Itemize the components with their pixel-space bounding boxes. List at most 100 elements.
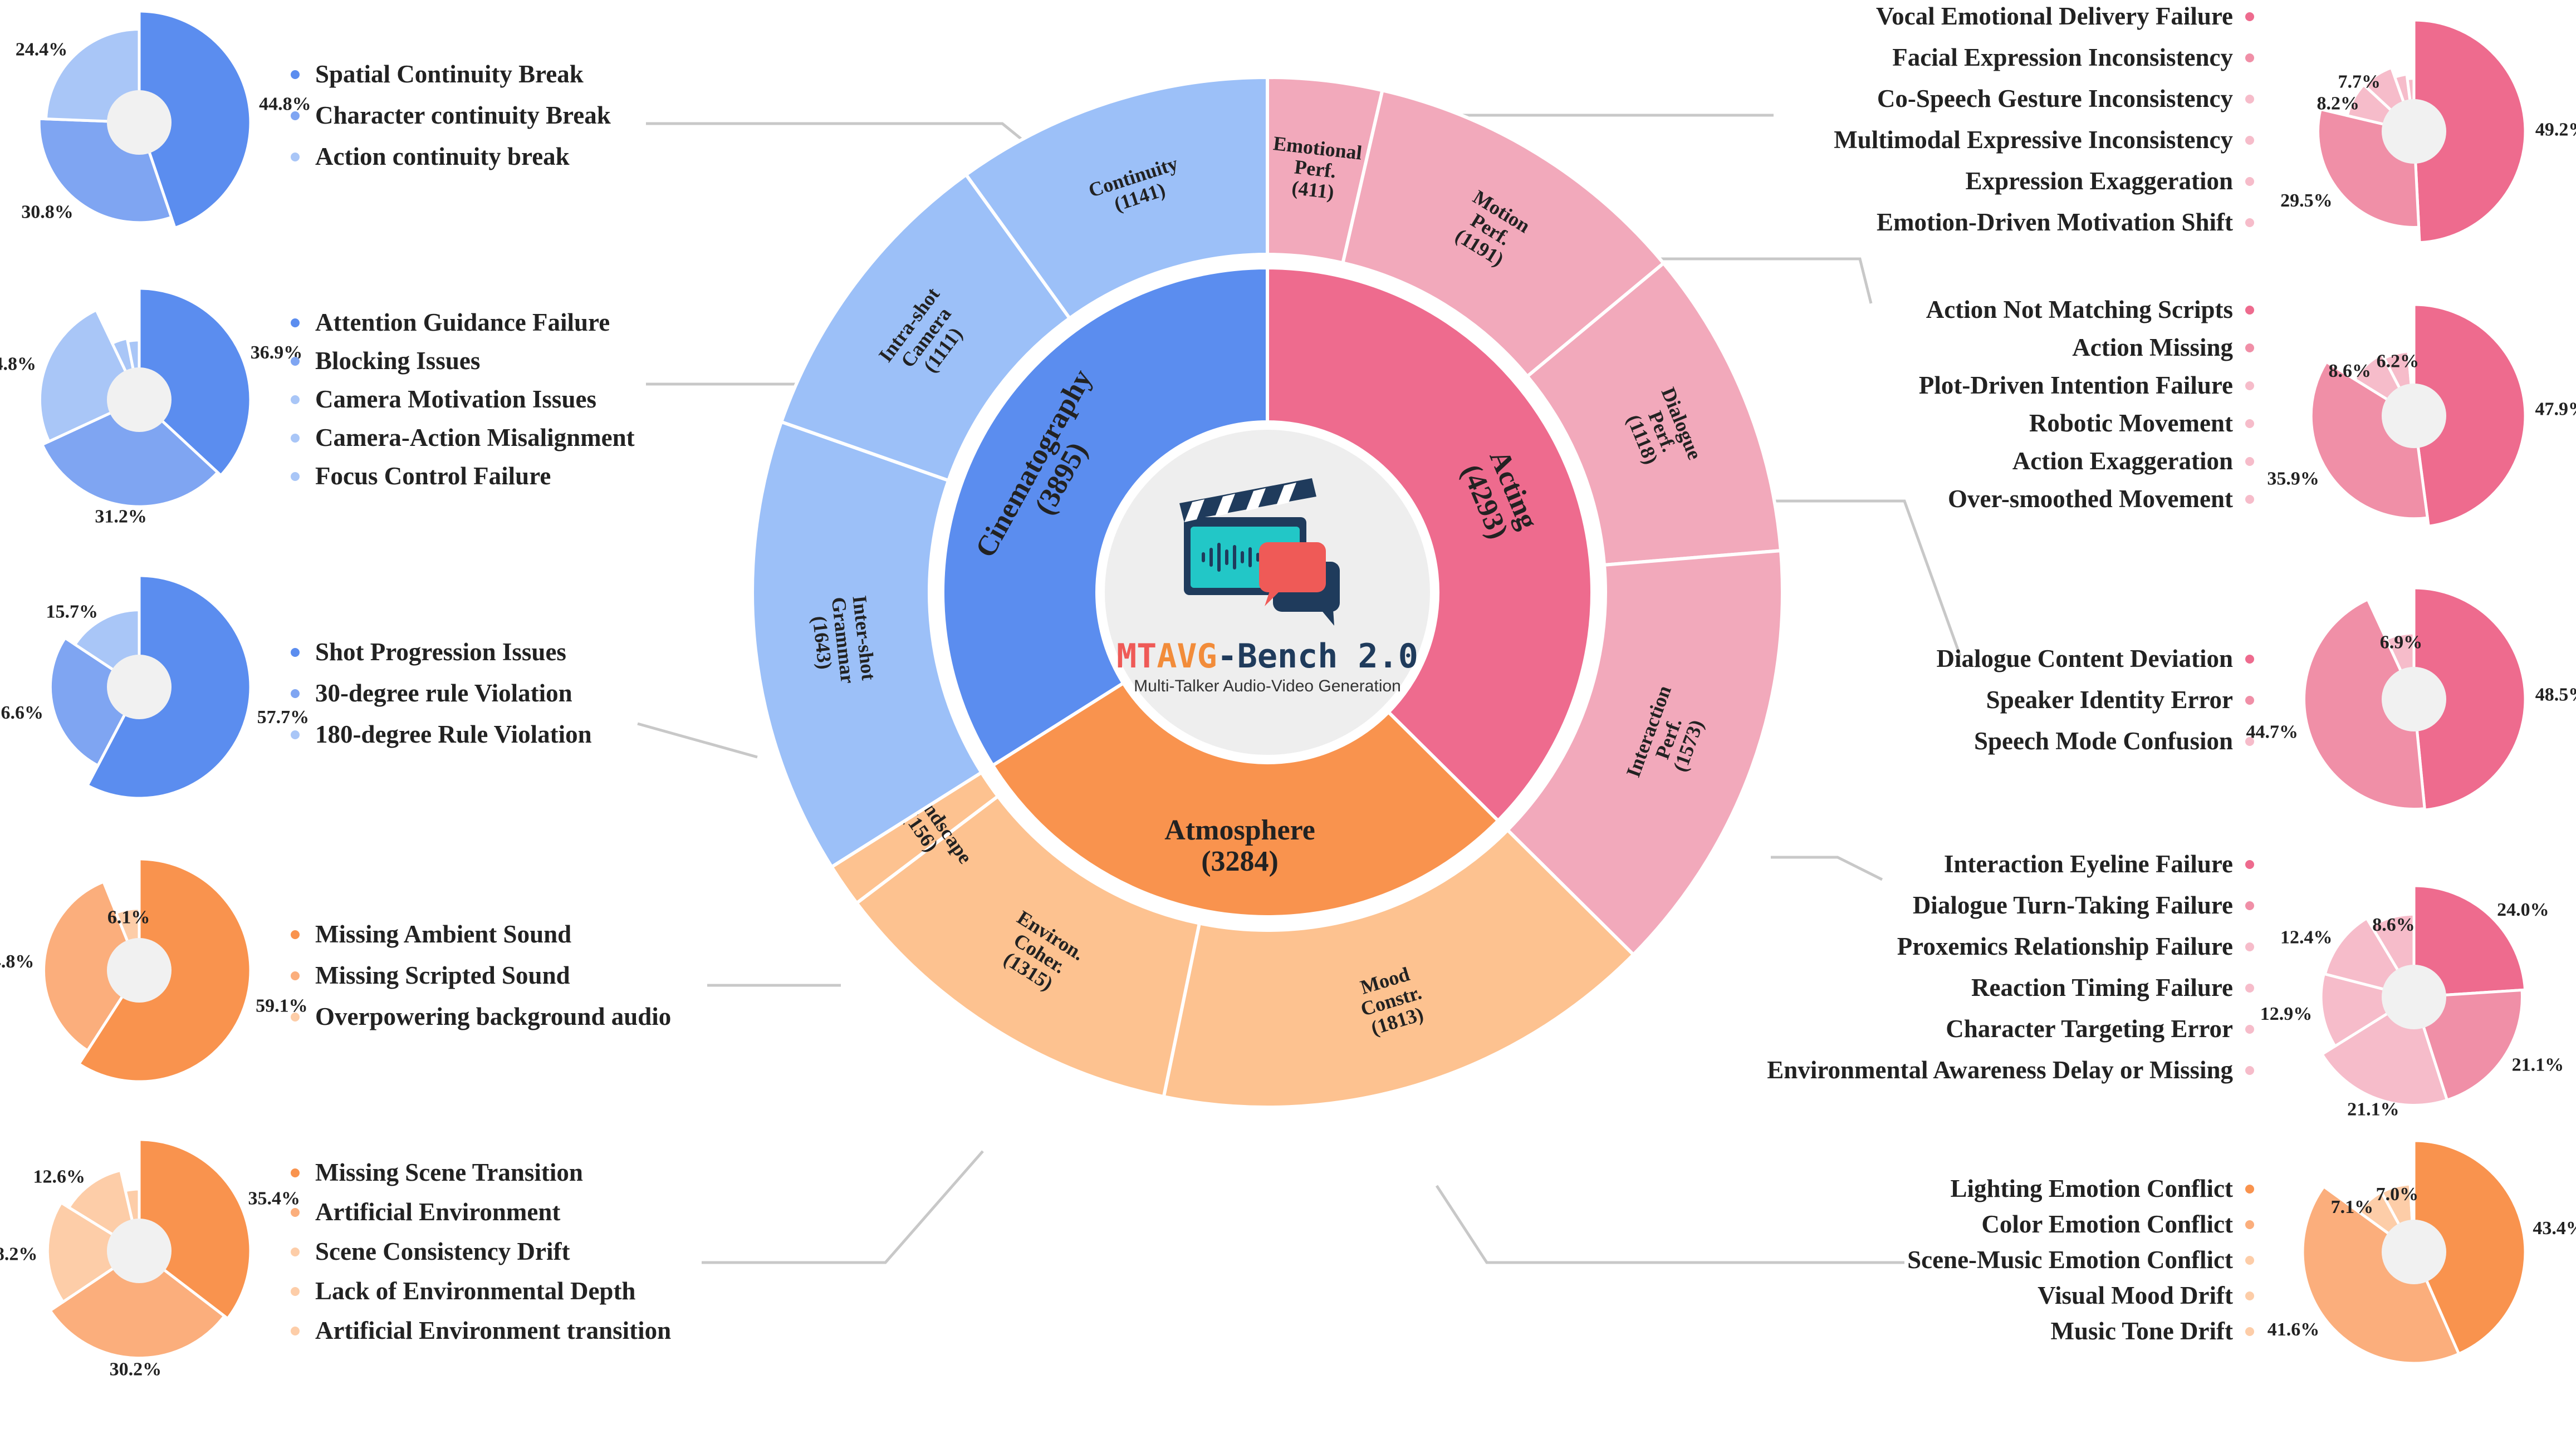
pie-pct-missing-scene-transition: 35.4% [248, 1188, 300, 1209]
connector-line [702, 1150, 984, 1264]
pie-pct-co-speech-gesture-inconsistency: 8.2% [2317, 94, 2360, 114]
logo-title: MTAVG-Bench 2.0 [1116, 637, 1418, 676]
legend-item-character-continuity-break: Character continuity Break [315, 101, 611, 129]
pie-slice-action-continuity-break [44, 27, 141, 124]
legend-item-co-speech-gesture-inconsistency: Co-Speech Gesture Inconsistency [1877, 85, 2234, 112]
pie-pct-action-missing: 35.9% [2267, 468, 2319, 489]
legend-bullet [2245, 860, 2254, 869]
pie-slice-dialogue-content-deviation [2412, 586, 2527, 812]
legend-bullet [291, 730, 300, 739]
pie-pct-character-targeting-error: 12.4% [2280, 927, 2333, 947]
pie-motion-perf: 47.9%35.9%8.6%6.2% [2267, 303, 2576, 528]
outer-sector-mood-constr [1162, 827, 1636, 1109]
legend-bullet [291, 689, 300, 698]
pie-slice-color-emotion-conflict [2301, 1184, 2461, 1365]
pie-hole [107, 655, 172, 719]
pie-slice-speaker-identity-error [2303, 597, 2426, 811]
pie-pct-environmental-awareness-delay-or-missing: 8.6% [2372, 915, 2415, 935]
legend-item-camera-motivation-issues: Camera Motivation Issues [315, 385, 596, 413]
pie-slice-scene-consistency-drift [46, 1201, 142, 1304]
legend-item-missing-scripted-sound: Missing Scripted Sound [315, 961, 570, 989]
pie-slice-30-degree-rule-violation [48, 636, 141, 768]
outer-label-mood-constr: MoodConstr.(1813) [1352, 961, 1430, 1040]
inner-sector-acting [1266, 266, 1594, 823]
legend-item-missing-scene-transition: Missing Scene Transition [315, 1158, 583, 1186]
outer-sector-interaction-perf [1505, 548, 1784, 957]
legend-item-shot-progression-issues: Shot Progression Issues [315, 638, 566, 666]
pie-pct-30-degree-rule-violation: 26.6% [0, 703, 43, 723]
legend-bullet [291, 1168, 300, 1177]
legend-item-scene-consistency-drift: Scene Consistency Drift [315, 1237, 570, 1265]
legend-bullet [2245, 655, 2254, 664]
legend-bullet [291, 153, 300, 161]
legend-bullet [291, 930, 300, 939]
legend-bullet [2245, 1256, 2254, 1265]
pie-pct-action-not-matching-scripts: 47.9% [2535, 399, 2576, 420]
pie-pct-blocking-issues: 31.2% [95, 506, 147, 527]
legend-item-action-exaggeration: Action Exaggeration [2012, 447, 2233, 475]
pie-slice-action-missing [2309, 360, 2430, 520]
pie-pct-overpowering-background-audio: 6.1% [107, 907, 150, 927]
legend-item-action-not-matching-scripts: Action Not Matching Scripts [1926, 296, 2233, 323]
legend-item-robotic-movement: Robotic Movement [2029, 409, 2233, 437]
legend-bullet [2245, 136, 2254, 145]
legend-bullet [2245, 984, 2254, 993]
pie-pct-dialogue-turn-taking-failure: 21.1% [2512, 1055, 2564, 1076]
legend-bullet [2245, 306, 2254, 315]
connector-line [1757, 499, 1962, 656]
legend-bullet [2245, 737, 2254, 746]
pie-pct-plot-driven-intention-failure: 8.6% [2329, 361, 2372, 381]
legend-bullet [291, 318, 300, 327]
legend-item-dialogue-turn-taking-failure: Dialogue Turn-Taking Failure [1913, 891, 2233, 919]
inner-sector-atmosphere [990, 681, 1501, 919]
legend-item-attention-guidance-failure: Attention Guidance Failure [315, 308, 610, 336]
legend-bullet [2245, 1220, 2254, 1229]
pie-hole [2382, 99, 2446, 164]
pie-hole [107, 1219, 172, 1283]
pie-pct-lighting-emotion-conflict: 43.4% [2533, 1218, 2576, 1239]
pie-slice-artificial-environment [48, 1249, 227, 1360]
pie-soundscape: 59.1%34.8%6.1% [0, 857, 308, 1083]
pie-pct-multimodal-expressive-inconsistency: 7.7% [2338, 72, 2381, 92]
outer-sector-continuity [963, 75, 1269, 321]
pie-slice-vocal-emotional-delivery-failure [2412, 18, 2527, 244]
legend-item-action-missing: Action Missing [2072, 333, 2233, 361]
legend-bullet [2245, 457, 2254, 466]
legend-item-multimodal-expressive-inconsistency: Multimodal Expressive Inconsistency [1834, 126, 2233, 154]
legend-item-180-degree-rule-violation: 180-degree Rule Violation [315, 720, 592, 748]
legend-bullet [291, 111, 300, 120]
legend-item-dialogue-content-deviation: Dialogue Content Deviation [1937, 645, 2234, 672]
legend-item-lack-of-environmental-depth: Lack of Environmental Depth [315, 1277, 635, 1305]
pie-hole [107, 90, 172, 155]
pie-hole [2382, 965, 2446, 1029]
legend-item-vocal-emotional-delivery-failure: Vocal Emotional Delivery Failure [1876, 2, 2233, 30]
legend-bullet [2245, 696, 2254, 705]
legend-bullet [291, 1013, 300, 1022]
pie-slice-lighting-emotion-conflict [2412, 1139, 2527, 1356]
pie-pct-artificial-environment: 30.2% [110, 1359, 162, 1379]
legend-item-proxemics-relationship-failure: Proxemics Relationship Failure [1897, 932, 2233, 960]
legend-item-character-targeting-error: Character Targeting Error [1946, 1015, 2233, 1043]
legend-bullet [291, 971, 300, 980]
pie-pct-180-degree-rule-violation: 15.7% [46, 601, 98, 622]
legend-bullet [2245, 343, 2254, 352]
legend-item-missing-ambient-sound: Missing Ambient Sound [315, 920, 571, 948]
connector-line [1565, 257, 1873, 304]
legend-item-color-emotion-conflict: Color Emotion Conflict [1981, 1210, 2233, 1238]
pie-slice-missing-scene-transition [138, 1138, 252, 1321]
legend-item-focus-control-failure: Focus Control Failure [315, 462, 551, 490]
pie-slice-missing-scripted-sound [42, 880, 141, 1053]
pie-hole [2382, 1220, 2446, 1284]
legend-bullet [291, 472, 300, 481]
legend-item-interaction-eyeline-failure: Interaction Eyeline Failure [1944, 850, 2233, 878]
logo-subtitle: Multi-Talker Audio-Video Generation [1134, 677, 1401, 695]
legend-item-visual-mood-drift: Visual Mood Drift [2038, 1281, 2233, 1309]
legend-bullet [291, 70, 300, 79]
